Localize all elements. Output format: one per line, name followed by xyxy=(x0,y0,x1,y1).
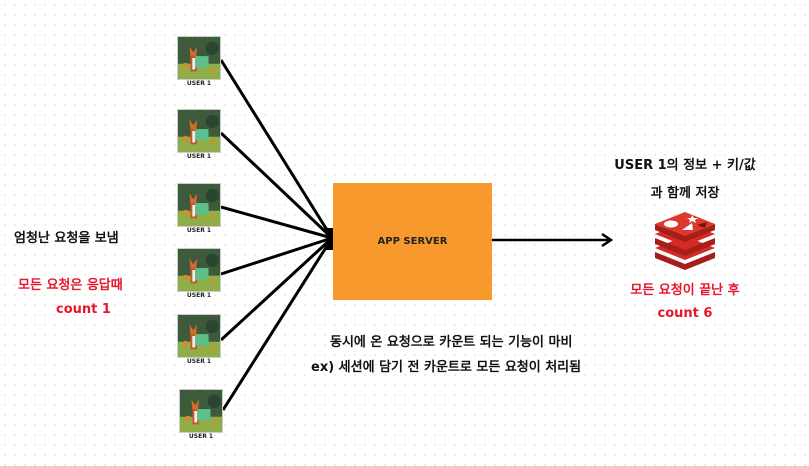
user-node: USER 1 xyxy=(177,109,221,160)
fox-avatar-icon xyxy=(177,248,221,292)
left-note: 엄청난 요청을 보냄 xyxy=(14,231,119,246)
left-count: count 1 xyxy=(56,302,111,317)
request-line xyxy=(219,131,334,240)
user-node: USER 1 xyxy=(179,389,223,440)
request-line xyxy=(219,59,334,239)
store-note-line1: USER 1의 정보 + 키/값 xyxy=(614,158,756,173)
user-label: USER 1 xyxy=(186,292,212,299)
user-label: USER 1 xyxy=(186,358,212,365)
app-server-box: APP SERVER xyxy=(333,183,492,300)
user-node: USER 1 xyxy=(177,36,221,87)
user-node: USER 1 xyxy=(177,248,221,299)
fox-avatar-icon xyxy=(177,36,221,80)
user-label: USER 1 xyxy=(188,433,214,440)
user-node: USER 1 xyxy=(177,183,221,234)
bottom-note-line2: ex) 세션에 담기 전 카운트로 모든 요청이 처리됨 xyxy=(311,360,582,375)
redis-icon xyxy=(655,212,715,270)
store-note-line2: 과 함께 저장 xyxy=(650,186,720,201)
app-server-label: APP SERVER xyxy=(377,236,448,247)
fox-avatar-icon xyxy=(177,314,221,358)
user-node: USER 1 xyxy=(177,314,221,365)
request-arrows xyxy=(219,59,334,411)
fox-avatar-icon xyxy=(177,183,221,227)
left-red-note: 모든 요청은 응답때 xyxy=(18,278,123,293)
user-label: USER 1 xyxy=(186,153,212,160)
bottom-note-line1: 동시에 온 요청으로 카운트 되는 기능이 마비 xyxy=(330,335,573,350)
redis-red-note: 모든 요청이 끝난 후 xyxy=(630,283,740,298)
user-label: USER 1 xyxy=(186,80,212,87)
server-to-redis-arrow xyxy=(492,232,614,248)
request-line xyxy=(221,237,334,411)
request-line xyxy=(220,205,333,240)
fox-avatar-icon xyxy=(177,109,221,153)
user-label: USER 1 xyxy=(186,227,212,234)
request-line xyxy=(220,236,333,276)
arrowheads xyxy=(326,228,333,250)
request-line xyxy=(219,236,334,342)
redis-count: count 6 xyxy=(657,306,713,321)
fox-avatar-icon xyxy=(179,389,223,433)
